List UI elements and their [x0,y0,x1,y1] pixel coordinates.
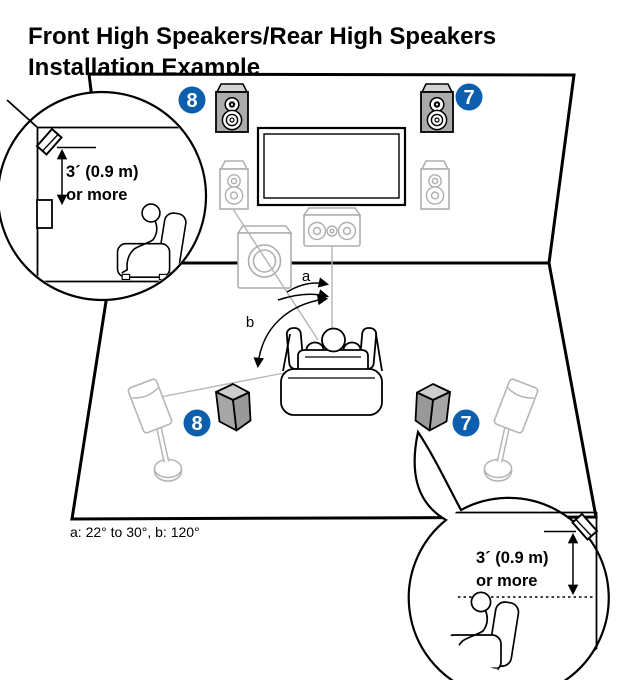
callout-right: 3´ (0.9 m) or more [407,429,610,680]
angle-footnote: a: 22° to 30°, b: 120° [70,524,200,540]
callout-right-measure-line2: or more [476,572,537,590]
callout-right-measure-line1: 3´ (0.9 m) [476,549,548,567]
angle-a-label: a [302,268,311,285]
front-right-speaker [420,160,450,210]
callout-left: 3´ (0.9 m) or more [0,90,208,302]
badge-front-high-right [455,83,483,111]
listening-couch [280,327,383,416]
surround-left-angle-line [149,372,285,400]
page-title-line1: Front High Speakers/Rear High Speakers [28,23,497,51]
listener-head [321,327,346,353]
callout-left-measure-line2: or more [66,186,127,204]
page-title: Front High Speakers/Rear High Speakers I… [28,21,496,83]
front-high-left-speaker [215,83,249,133]
angle-a-arc-upper [286,277,330,293]
badge-rear-high-right-number: 7 [460,413,471,435]
front-high-right-speaker [420,83,454,133]
couch-backrest [297,349,369,371]
angle-b-label: b [246,314,254,331]
angle-b-arc [253,294,329,369]
badge-rear-high-left [183,409,211,437]
callout-right-bubble [407,429,610,680]
badge-front-high-right-number: 7 [463,87,474,109]
main-speaker-icon [36,199,53,229]
badge-front-high-left-number: 8 [186,90,197,112]
callout-left-corner-depth-line [6,99,38,128]
badge-front-high-left [178,86,206,114]
center-speaker [302,207,362,247]
front-left-speaker [219,160,249,210]
angle-annotations: a b [246,268,330,369]
couch-seat [280,368,383,416]
speaker-number-badges: 8 7 8 7 [178,83,483,437]
callout-left-measure-line1: 3´ (0.9 m) [66,163,138,181]
badge-rear-high-left-number: 8 [191,413,202,435]
couch-sides [282,333,383,372]
tv [256,126,407,207]
badge-rear-high-right [452,409,480,437]
